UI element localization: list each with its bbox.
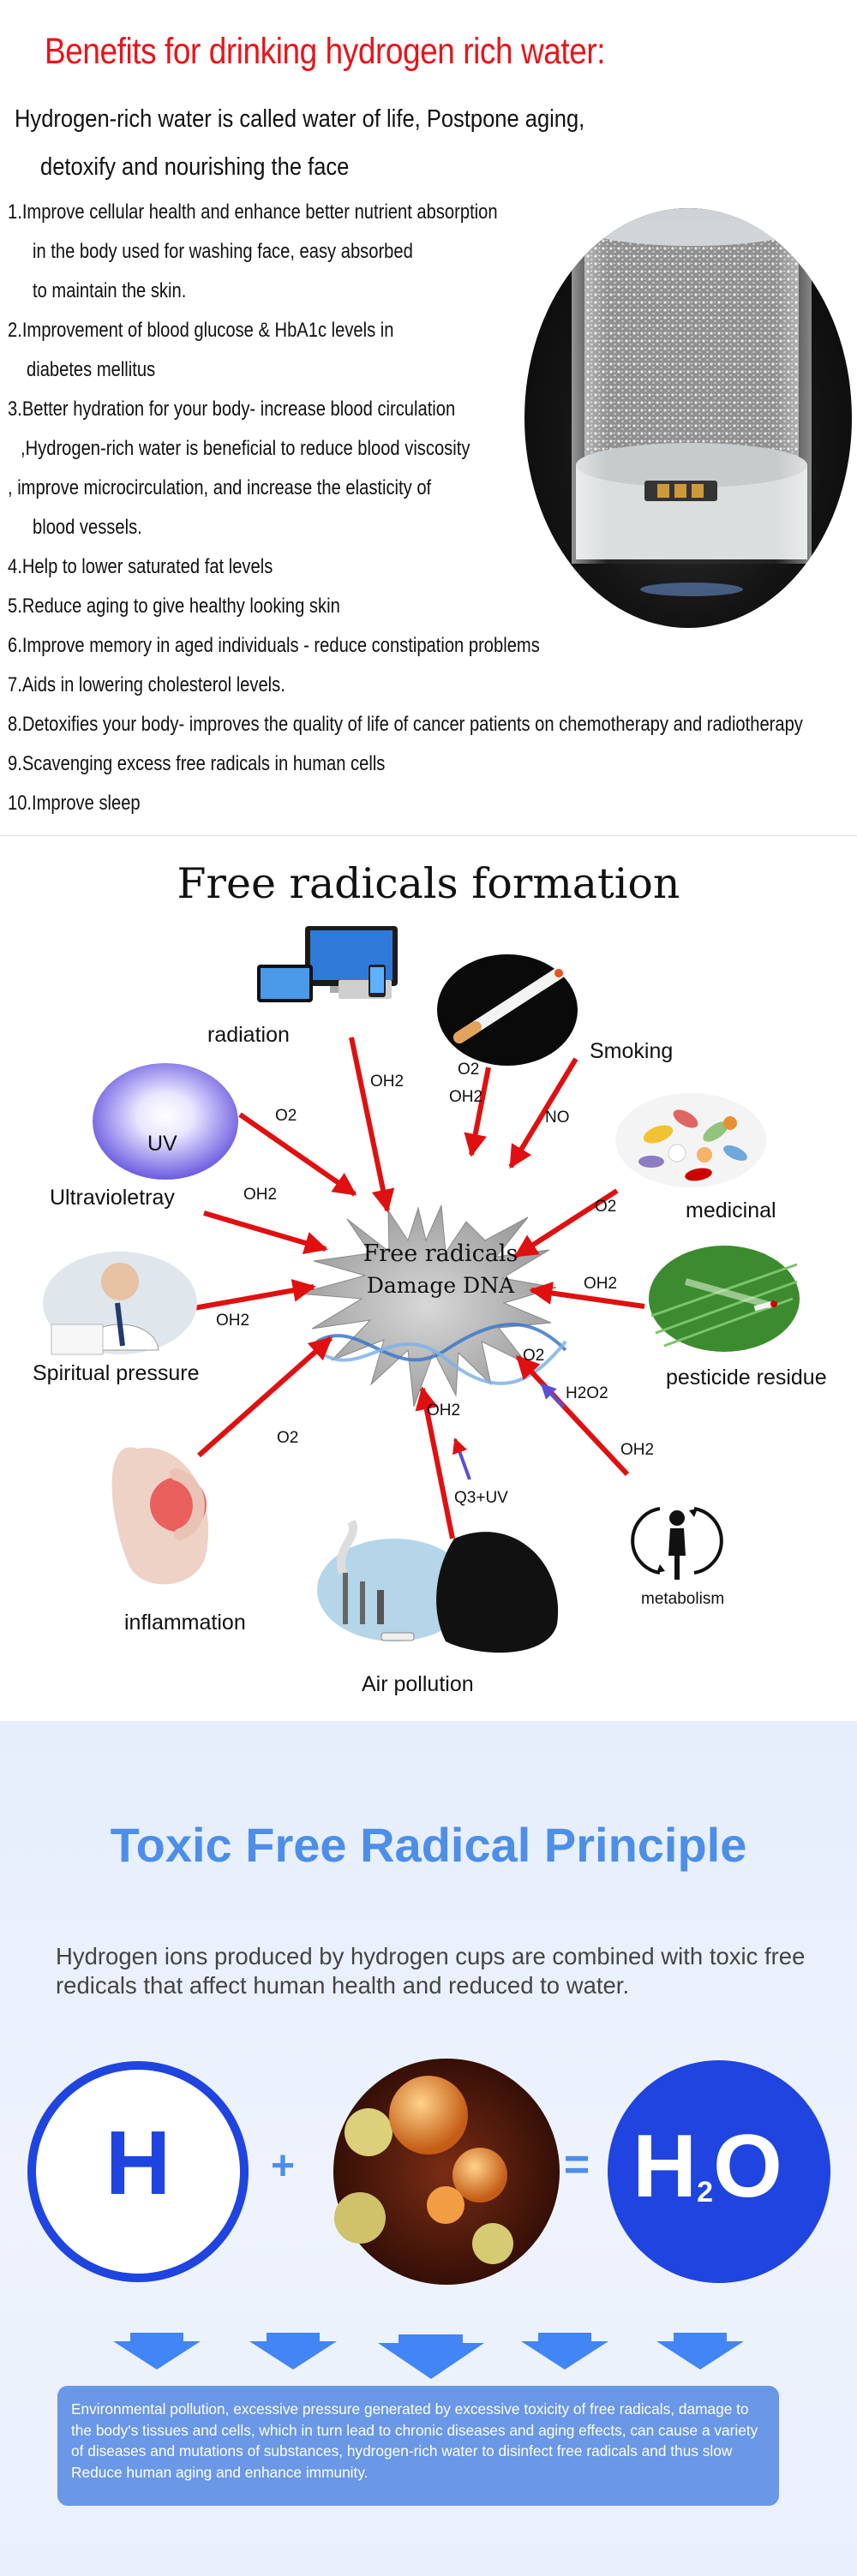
benefit-line: 7.Aids in lowering cholesterol levels. — [8, 673, 285, 696]
benefit-line: ,Hydrogen-rich water is beneficial to re… — [21, 437, 470, 460]
chem-label: O2 — [277, 1429, 299, 1447]
chem-label: O2 — [275, 1107, 297, 1125]
equation-graphic — [27, 2059, 830, 2379]
down-arrow — [378, 2334, 484, 2379]
air-pollution-image — [317, 1519, 559, 1653]
label-inflammation: inflammation — [124, 1611, 246, 1635]
free-radicals-title: Free radicals formation — [177, 859, 680, 908]
center-label-damage-dna: Damage DNA — [366, 1273, 515, 1298]
stressed-man-image — [43, 1252, 197, 1355]
free-radicals-starburst — [297, 1204, 557, 1408]
water-formula: H2O — [632, 2115, 782, 2244]
benefit-line: 9.Scavenging excess free radicals in hum… — [8, 752, 386, 775]
principle-section: Toxic Free Radical Principle Hydrogen io… — [0, 1721, 857, 2576]
equals-sign: = — [563, 2140, 590, 2190]
benefit-line: 6.Improve memory in aged individuals - r… — [8, 634, 540, 657]
benefit-line: 5.Reduce aging to give healthy looking s… — [8, 595, 340, 618]
chem-label: OH2 — [449, 1088, 483, 1106]
benefits-section: Benefits for drinking hydrogen rich wate… — [0, 0, 857, 835]
center-label-free-radicals: Free radicals — [363, 1240, 518, 1267]
chem-label: O2 — [458, 1061, 480, 1079]
chem-label: OH2 — [370, 1073, 405, 1091]
info-box: Environmental pollution, excessive press… — [57, 2386, 779, 2506]
benefit-line: in the body used for washing face, easy … — [33, 240, 413, 263]
hydrogen-circle — [27, 2061, 249, 2282]
uv-light-image — [93, 1063, 238, 1180]
down-arrow — [521, 2333, 608, 2370]
chem-label: O2 — [595, 1198, 617, 1216]
label-smoking: Smoking — [590, 1039, 674, 1063]
label-pesticide-residue: pesticide residue — [666, 1366, 827, 1390]
free-radical-virus-image — [333, 2059, 560, 2285]
benefits-title: Benefits for drinking hydrogen rich wate… — [45, 31, 606, 72]
pesticide-field-image — [649, 1246, 800, 1352]
chem-label: OH2 — [427, 1402, 461, 1419]
chem-label: OH2 — [216, 1312, 250, 1330]
plus-sign: + — [270, 2143, 296, 2189]
chem-label: OH2 — [620, 1441, 655, 1459]
cigarette-image — [437, 954, 578, 1066]
inflammation-image — [111, 1447, 209, 1585]
intro-line-1: Hydrogen-rich water is called water of l… — [15, 105, 585, 133]
pills-image — [615, 1093, 766, 1187]
benefit-line: 8.Detoxifies your body- improves the qua… — [8, 713, 803, 736]
hydrogen-symbol: H — [105, 2113, 171, 2214]
uv-badge: UV — [147, 1132, 177, 1156]
principle-subtitle: Hydrogen ions produced by hydrogen cups … — [56, 1943, 806, 1999]
benefit-line: 10.Improve sleep — [8, 792, 141, 815]
down-arrow — [113, 2333, 201, 2370]
benefit-line: to maintain the skin. — [33, 279, 187, 302]
intro-line-2: detoxify and nourishing the face — [40, 153, 350, 181]
water-o: O — [713, 2117, 782, 2216]
water-circle — [608, 2060, 830, 2283]
label-medicinal: medicinal — [686, 1198, 776, 1222]
principle-title: Toxic Free Radical Principle — [110, 1818, 747, 1872]
benefit-line: blood vessels. — [33, 516, 142, 539]
chem-label: OH2 — [243, 1186, 278, 1204]
water-subscript-2: 2 — [697, 2176, 714, 2208]
benefit-line: diabetes mellitus — [27, 358, 156, 381]
chem-label: H2O2 — [566, 1384, 608, 1402]
label-ultraviolet: Ultravioletray — [50, 1186, 175, 1210]
free-radicals-section: Free radicals formation — [0, 835, 857, 1722]
hydrogen-cup-image — [524, 208, 852, 628]
chem-label: OH2 — [584, 1275, 618, 1293]
down-arrow — [656, 2333, 744, 2370]
free-radicals-diagram — [43, 926, 800, 1653]
water-h: H — [632, 2117, 698, 2216]
benefit-line: 4.Help to lower saturated fat levels — [8, 555, 273, 578]
chem-label: Q3+UV — [454, 1489, 508, 1507]
benefit-line: 3.Better hydration for your body- increa… — [8, 397, 456, 421]
benefit-line: 1.Improve cellular health and enhance be… — [8, 200, 498, 224]
benefit-line: , improve microcirculation, and increase… — [8, 476, 432, 499]
label-air-pollution: Air pollution — [362, 1672, 474, 1696]
metabolism-icon — [631, 1507, 723, 1580]
label-metabolism: metabolism — [641, 1590, 725, 1608]
radiation-devices-image — [257, 926, 398, 1002]
chem-label: NO — [545, 1109, 570, 1127]
chem-label: O2 — [523, 1347, 545, 1365]
down-arrow — [249, 2333, 337, 2370]
benefit-line: 2.Improvement of blood glucose & HbA1c l… — [8, 319, 394, 342]
label-spiritual-pressure: Spiritual pressure — [33, 1361, 200, 1385]
label-radiation: radiation — [207, 1023, 290, 1047]
